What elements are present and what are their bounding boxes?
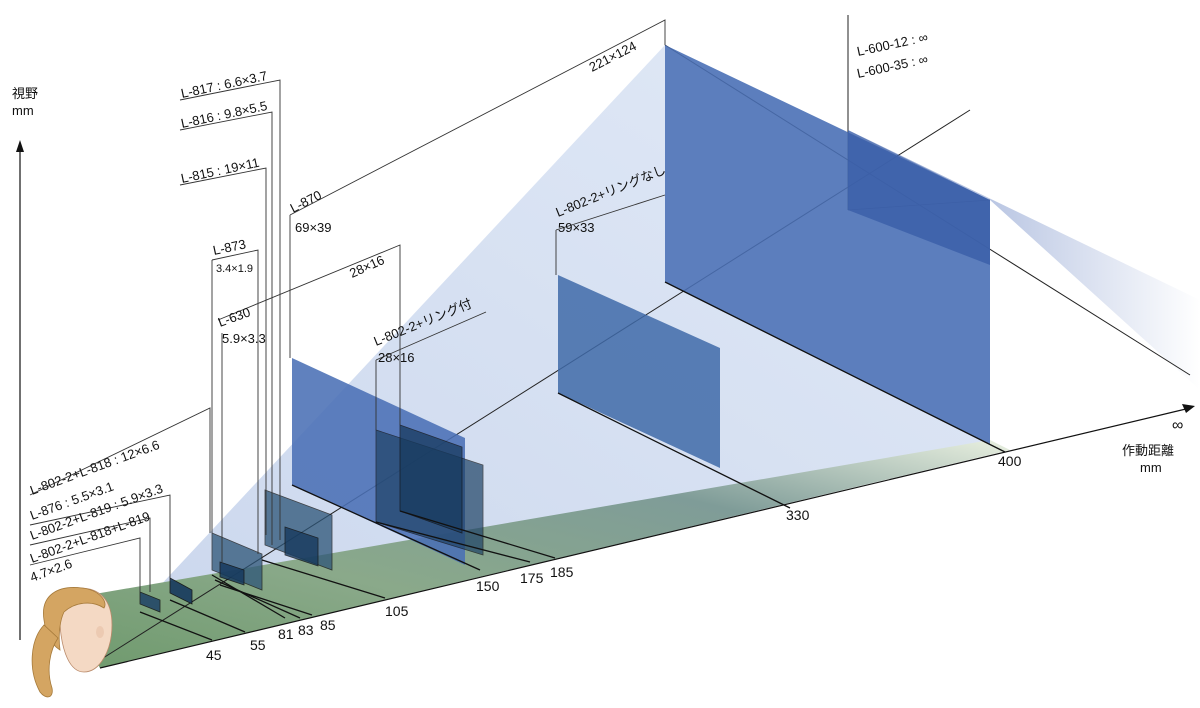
tick-85: 85 <box>320 617 336 633</box>
distance-markers <box>139 281 1006 641</box>
label-l630-size: 5.9×3.3 <box>222 331 266 346</box>
x-axis-unit: mm <box>1140 460 1162 475</box>
x-axis <box>99 407 1191 669</box>
tick-105: 105 <box>385 603 409 619</box>
tick-175: 175 <box>520 570 544 586</box>
x-axis-arrow <box>1182 404 1195 413</box>
y-axis-unit: mm <box>12 103 34 118</box>
y-axis-arrow <box>16 140 24 152</box>
label-ring-on-size: 28×16 <box>378 350 415 365</box>
panel-55 <box>169 577 193 605</box>
tick-55: 55 <box>250 637 266 653</box>
panel-185 <box>399 424 463 534</box>
tick-330: 330 <box>786 507 810 523</box>
label-l873-size: 3.4×1.9 <box>216 263 253 275</box>
x-axis-label: 作動距離 <box>1122 443 1174 458</box>
floor-plane <box>60 440 1010 668</box>
label-ring-off-size: 59×33 <box>558 220 595 235</box>
leader-lines <box>29 19 666 592</box>
tick-83: 83 <box>298 622 314 638</box>
panel-85 <box>211 532 263 591</box>
tick-45: 45 <box>206 647 222 663</box>
y-axis-label: 視野 <box>12 86 38 101</box>
label-l873-name: L-873 <box>212 236 248 258</box>
panel-infinity-overlay <box>848 130 990 265</box>
label-l870-size: 69×39 <box>295 220 332 235</box>
tick-81: 81 <box>278 626 294 642</box>
infinity-symbol: ∞ <box>1172 417 1183 434</box>
observer-head-illustration <box>31 587 113 698</box>
tick-185: 185 <box>550 564 574 580</box>
panel-105-inner <box>284 526 319 567</box>
tick-150: 150 <box>476 578 500 594</box>
panel-81 <box>219 561 245 586</box>
panel-45 <box>139 591 161 613</box>
panel-330 <box>558 275 720 468</box>
panel-400 <box>665 45 990 445</box>
tick-400: 400 <box>998 453 1022 469</box>
